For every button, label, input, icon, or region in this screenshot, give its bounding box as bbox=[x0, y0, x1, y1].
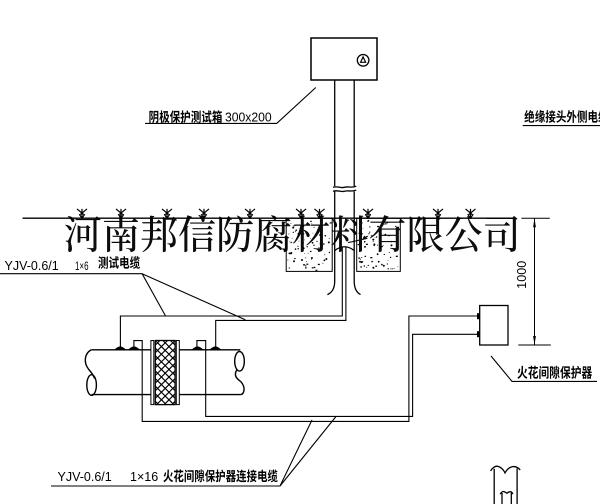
svg-text:1×6: 1×6 bbox=[75, 259, 89, 273]
svg-text:1000: 1000 bbox=[515, 261, 529, 289]
svg-text:YJV-0.6/1: YJV-0.6/1 bbox=[5, 259, 59, 273]
svg-text:300x200: 300x200 bbox=[225, 111, 272, 125]
svg-text:YJV-0.6/1: YJV-0.6/1 bbox=[58, 470, 112, 484]
svg-text:1×16: 1×16 bbox=[130, 470, 158, 484]
